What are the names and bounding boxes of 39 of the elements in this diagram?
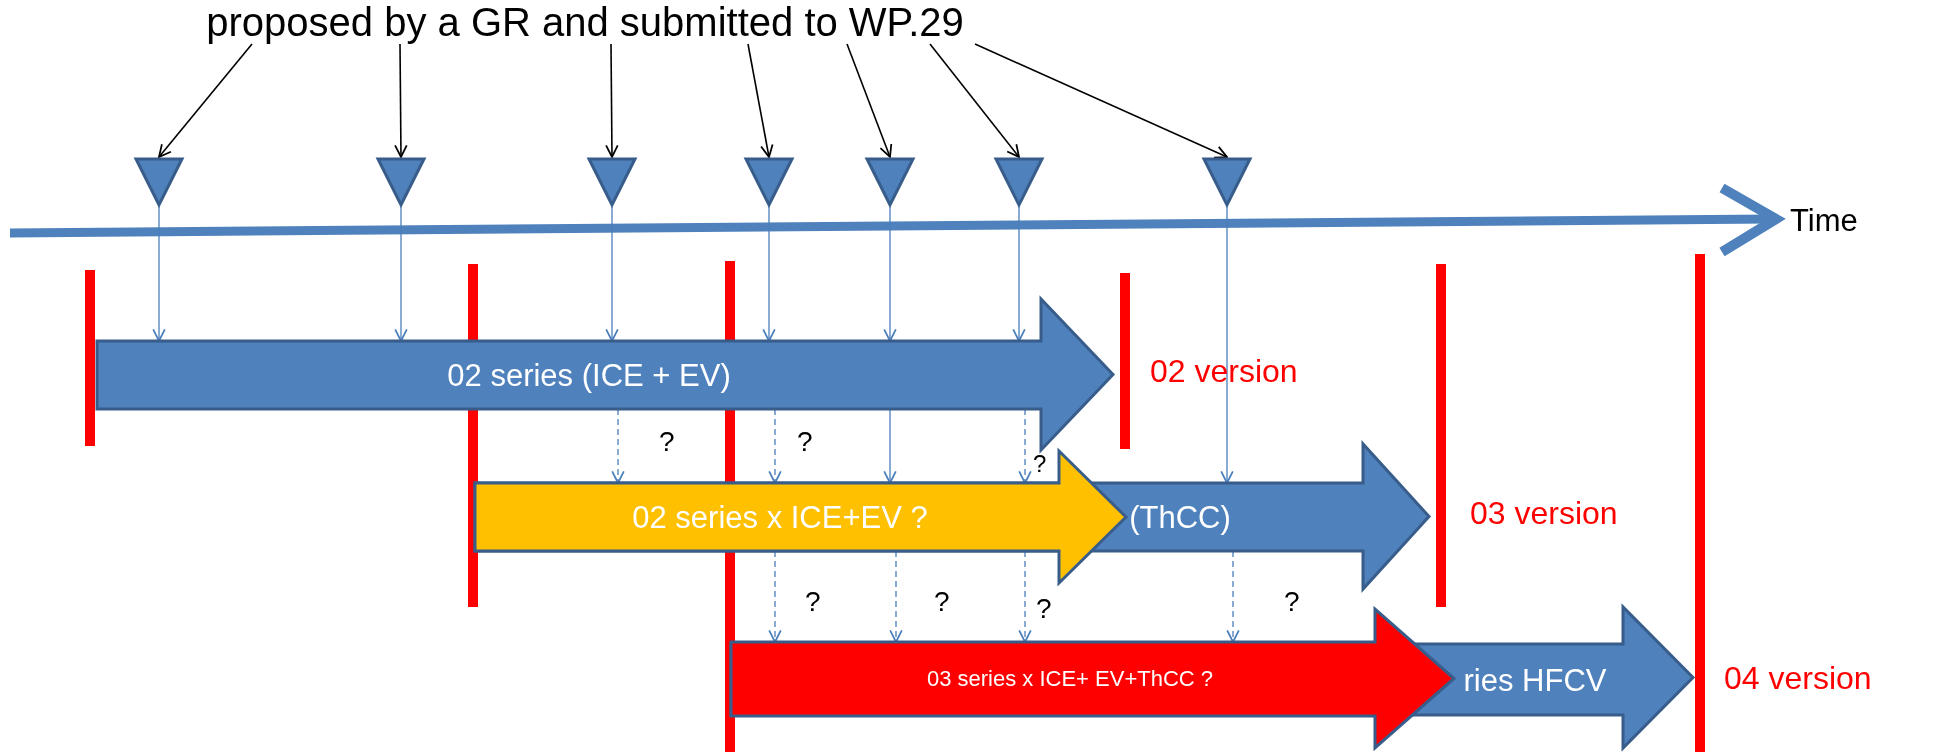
triangle-marker [1202,157,1252,207]
arrow [394,206,408,342]
triangle-marker [744,157,794,207]
arrow [846,43,893,158]
question-mark: ? [934,588,950,616]
question-mark: ? [797,428,813,456]
version-label: 02 version [1150,355,1298,387]
arrow [1012,206,1026,342]
arrow-label: 02 series (ICE + EV) [447,359,731,391]
arrow [929,43,1020,158]
question-mark: ? [1036,595,1052,623]
arrow [1220,206,1234,484]
arrow [158,43,253,158]
version-label: 03 version [1470,497,1618,529]
triangle-marker [376,157,426,207]
arrow [747,43,774,158]
question-mark: ? [805,588,821,616]
arrow-label: (ThCC) [1129,501,1231,533]
annotation-text: proposed by a GR and submitted to WP.29 [206,0,964,44]
version-label: 04 version [1724,662,1872,694]
question-mark: ? [1284,588,1300,616]
arrow [883,206,897,342]
arrow [605,43,619,158]
arrow-label: 03 series x ICE+ EV+ThCC ? [926,668,1214,690]
arrow [605,206,619,342]
triangle-marker [134,157,184,207]
axis-label: Time [1790,205,1858,236]
triangle-marker [865,157,915,207]
arrow [762,206,776,342]
triangle-marker [994,157,1044,207]
arrow [394,43,408,158]
arrow [974,43,1228,159]
arrow-label: ries HFCV [1463,664,1607,695]
arrow-label: 02 series x ICE+EV ? [632,501,928,533]
question-mark: ? [1033,452,1047,476]
triangle-marker [587,157,637,207]
arrow [152,206,166,342]
series-bar [97,297,1115,452]
question-mark: ? [659,428,675,456]
